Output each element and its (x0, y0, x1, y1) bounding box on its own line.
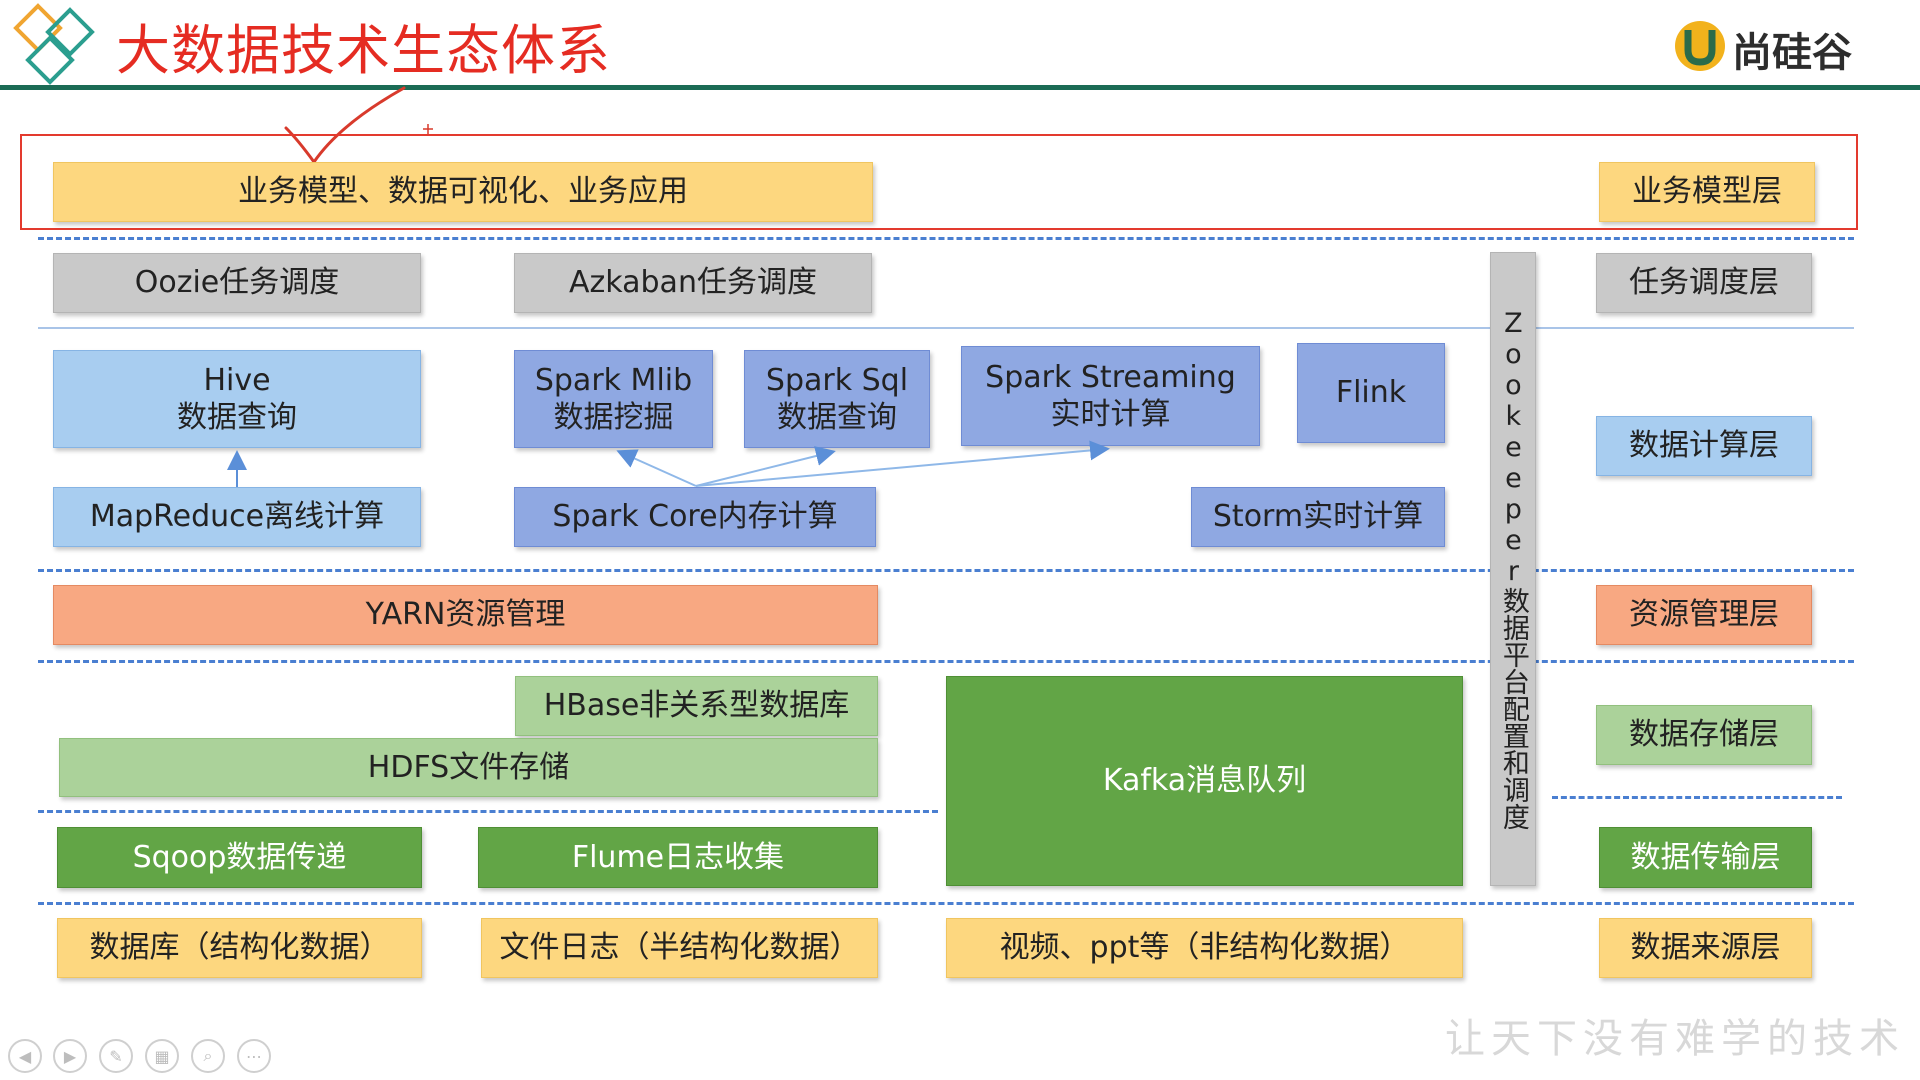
flink-box: Flink (1297, 343, 1445, 443)
divider-3 (38, 569, 1854, 572)
divider-1 (38, 237, 1854, 240)
storm-box: Storm实时计算 (1191, 487, 1445, 547)
more-icon[interactable]: ⋯ (237, 1039, 271, 1073)
flume-box: Flume日志收集 (478, 827, 878, 888)
divider-5-left (38, 810, 938, 813)
source-db-box: 数据库（结构化数据） (57, 918, 422, 978)
zoom-icon[interactable]: ⌕ (191, 1039, 225, 1073)
kafka-box: Kafka消息队列 (946, 676, 1463, 886)
source-media-box: 视频、ppt等（非结构化数据） (946, 918, 1463, 978)
mapreduce-box: MapReduce离线计算 (53, 487, 421, 547)
hdfs-box: HDFS文件存储 (59, 738, 878, 797)
layer-label-business: 业务模型层 (1599, 162, 1815, 222)
layer-label-compute: 数据计算层 (1596, 416, 1812, 476)
layer-label-source: 数据来源层 (1599, 918, 1812, 978)
yarn-box: YARN资源管理 (53, 585, 878, 645)
source-log-box: 文件日志（半结构化数据） (481, 918, 878, 978)
diamond-logo-icon (13, 3, 95, 85)
layer-label-storage: 数据存储层 (1596, 705, 1812, 765)
spark-core-box: Spark Core内存计算 (514, 487, 876, 547)
hbase-box: HBase非关系型数据库 (515, 676, 878, 736)
slides-icon[interactable]: ▦ (145, 1039, 179, 1073)
business-app-box: 业务模型、数据可视化、业务应用 (53, 162, 873, 222)
layer-label-resource: 资源管理层 (1596, 585, 1812, 645)
prev-icon[interactable]: ◀ (8, 1039, 42, 1073)
spark-streaming-box: Spark Streaming 实时计算 (961, 346, 1260, 446)
divider-4 (38, 660, 1854, 663)
hive-box: Hive 数据查询 (53, 350, 421, 448)
sqoop-box: Sqoop数据传递 (57, 827, 422, 888)
zookeeper-bar: Zookeeper数据平台配置和调度 (1490, 252, 1536, 886)
azkaban-box: Azkaban任务调度 (514, 253, 872, 313)
divider-5-right (1552, 796, 1842, 799)
arrow-core-to-mlib (616, 449, 697, 487)
arrow-core-to-streaming (695, 440, 1110, 487)
divider-6 (38, 902, 1854, 905)
layer-label-transfer: 数据传输层 (1599, 827, 1812, 888)
oozie-box: Oozie任务调度 (53, 253, 421, 313)
spark-mlib-box: Spark Mlib 数据挖掘 (514, 350, 713, 448)
header-rule (0, 85, 1920, 90)
layer-label-scheduling: 任务调度层 (1596, 253, 1812, 313)
next-icon[interactable]: ▶ (53, 1039, 87, 1073)
brand-name: 尚硅谷 (1732, 30, 1852, 76)
divider-2 (38, 327, 1854, 329)
zookeeper-label: Zookeeper数据平台配置和调度 (1497, 308, 1529, 830)
brand-logo-icon (1675, 21, 1725, 71)
highlight-frame (20, 134, 1858, 230)
pen-icon[interactable]: ✎ (99, 1039, 133, 1073)
footer-slogan: 让天下没有难学的技术 (1445, 1016, 1905, 1062)
arrow-core-to-sql (695, 446, 836, 487)
spark-sql-box: Spark Sql 数据查询 (744, 350, 930, 448)
check-mark-icon (284, 86, 433, 165)
page-title: 大数据技术生态体系 (116, 19, 611, 82)
